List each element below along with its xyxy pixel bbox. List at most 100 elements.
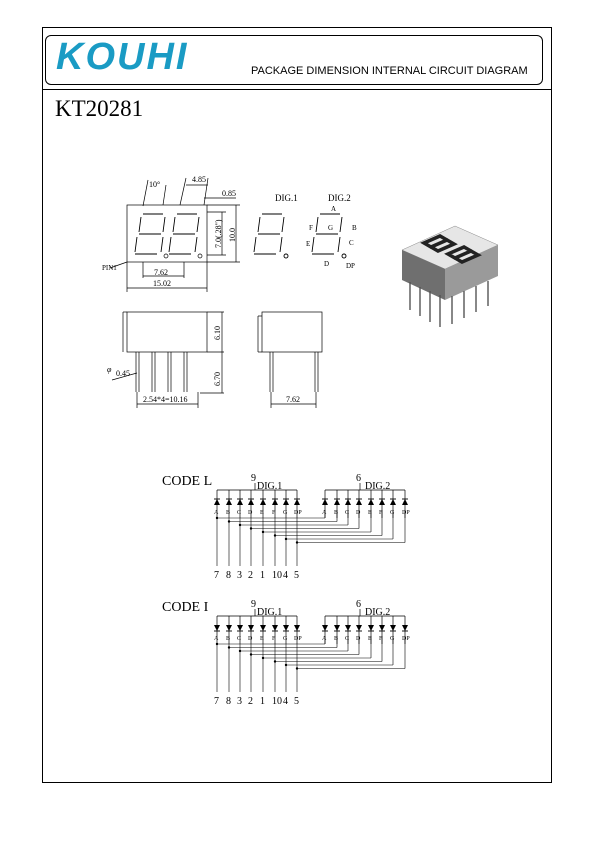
led-diode bbox=[214, 499, 220, 505]
led-diode bbox=[356, 625, 362, 631]
segment-label: D bbox=[248, 510, 253, 516]
digit-1-label: DIG.1 bbox=[257, 481, 282, 492]
digit-pitch-dim: 4.85 bbox=[192, 175, 206, 184]
legend-seg-d: D bbox=[324, 260, 329, 268]
led-diode bbox=[237, 499, 243, 505]
legend-seg-e: E bbox=[306, 240, 310, 248]
legend-seg-a: A bbox=[331, 205, 336, 213]
led-diode bbox=[356, 499, 362, 505]
pin-number: 10 bbox=[272, 696, 282, 707]
pin-number: 4 bbox=[283, 696, 288, 707]
legend-seg-b: B bbox=[352, 224, 357, 232]
pin-number: 8 bbox=[226, 696, 231, 707]
circuit-code-label: CODE L bbox=[162, 474, 212, 489]
legend-dig1: DIG.1 bbox=[275, 193, 298, 203]
pin-number: 8 bbox=[226, 570, 231, 581]
angle-dim: 10° bbox=[149, 180, 160, 189]
legend-seg-c: C bbox=[349, 239, 354, 247]
led-diode bbox=[226, 499, 232, 505]
common-pin-1: 9 bbox=[251, 599, 256, 610]
segment-label: E bbox=[260, 636, 264, 642]
edge-gap-dim: 0.85 bbox=[222, 189, 236, 198]
segment-label: F bbox=[379, 636, 383, 642]
page-frame bbox=[42, 27, 552, 783]
led-diode bbox=[368, 499, 374, 505]
part-number: KT20281 bbox=[55, 96, 144, 121]
pin-number: 1 bbox=[260, 696, 265, 707]
segment-label: G bbox=[283, 636, 288, 642]
led-diode bbox=[402, 625, 408, 631]
segment-label: C bbox=[345, 636, 349, 642]
led-diode bbox=[334, 625, 340, 631]
led-diode bbox=[283, 499, 289, 505]
pin-number: 5 bbox=[294, 696, 299, 707]
junction-dot bbox=[238, 523, 242, 527]
brand-logo: KOUHI bbox=[56, 36, 189, 78]
led-diode bbox=[294, 625, 300, 631]
pin-number: 5 bbox=[294, 570, 299, 581]
segment-label: B bbox=[334, 636, 338, 642]
segment-label: B bbox=[226, 636, 230, 642]
segment-label: B bbox=[226, 510, 230, 516]
led-diode bbox=[283, 625, 289, 631]
led-diode bbox=[272, 625, 278, 631]
junction-dot bbox=[273, 534, 277, 537]
legend-dig2: DIG.2 bbox=[328, 193, 351, 203]
led-diode bbox=[334, 499, 340, 505]
legend-seg-f: F bbox=[309, 224, 313, 232]
side-view bbox=[257, 311, 323, 408]
junction-dot bbox=[295, 667, 299, 670]
pin-diameter-symbol: φ bbox=[107, 365, 112, 374]
segment-label: DP bbox=[294, 510, 302, 516]
segment-label: C bbox=[237, 636, 241, 642]
digit-2-label: DIG.2 bbox=[365, 607, 390, 618]
led-diode bbox=[322, 499, 328, 505]
segment-label: D bbox=[356, 510, 361, 516]
row-spacing-dim: 7.62 bbox=[154, 268, 168, 277]
pin-number: 3 bbox=[237, 570, 242, 581]
digit-1-label: DIG.1 bbox=[257, 607, 282, 618]
junction-dot bbox=[273, 660, 277, 663]
segment-label: C bbox=[345, 510, 349, 516]
segment-label: E bbox=[368, 636, 372, 642]
segment-label: E bbox=[368, 510, 372, 516]
segment-label: F bbox=[379, 510, 383, 516]
segment-label: C bbox=[237, 510, 241, 516]
legend-seg-dp: DP bbox=[346, 262, 355, 270]
common-pin-1: 9 bbox=[251, 473, 256, 484]
pin-number: 7 bbox=[214, 570, 219, 581]
pin-number: 3 bbox=[237, 696, 242, 707]
led-diode bbox=[379, 625, 385, 631]
segment-label: DP bbox=[402, 636, 410, 642]
pin-diameter-dim: 0.45 bbox=[116, 369, 130, 378]
junction-dot bbox=[284, 663, 288, 667]
pin-number: 7 bbox=[214, 696, 219, 707]
header-rule bbox=[42, 89, 552, 90]
segment-label: A bbox=[322, 636, 327, 642]
segment-label: DP bbox=[402, 510, 410, 516]
led-diode bbox=[390, 625, 396, 631]
junction-dot bbox=[249, 653, 253, 656]
header-title: PACKAGE DIMENSION INTERNAL CIRCUIT DIAGR… bbox=[251, 65, 528, 77]
pin-number: 4 bbox=[283, 570, 288, 581]
junction-dot bbox=[215, 516, 219, 520]
segment-label: DP bbox=[294, 636, 302, 642]
junction-dot bbox=[295, 541, 299, 544]
digit-height-dim: 7.0(.28") bbox=[214, 219, 223, 248]
bottom-view bbox=[111, 311, 224, 408]
common-pin-2: 6 bbox=[356, 599, 361, 610]
segment-label: G bbox=[390, 510, 395, 516]
led-diode bbox=[322, 625, 328, 631]
product-3d-image bbox=[401, 225, 499, 327]
segment-label: A bbox=[214, 510, 219, 516]
pin-length-dim: 6.70 bbox=[213, 372, 222, 386]
junction-dot bbox=[227, 520, 231, 523]
led-diode bbox=[294, 499, 300, 505]
led-diode bbox=[402, 499, 408, 505]
led-diode bbox=[214, 625, 220, 631]
side-width-dim: 7.62 bbox=[286, 395, 300, 404]
led-diode bbox=[345, 499, 351, 505]
led-diode bbox=[345, 625, 351, 631]
segment-label: F bbox=[272, 636, 276, 642]
